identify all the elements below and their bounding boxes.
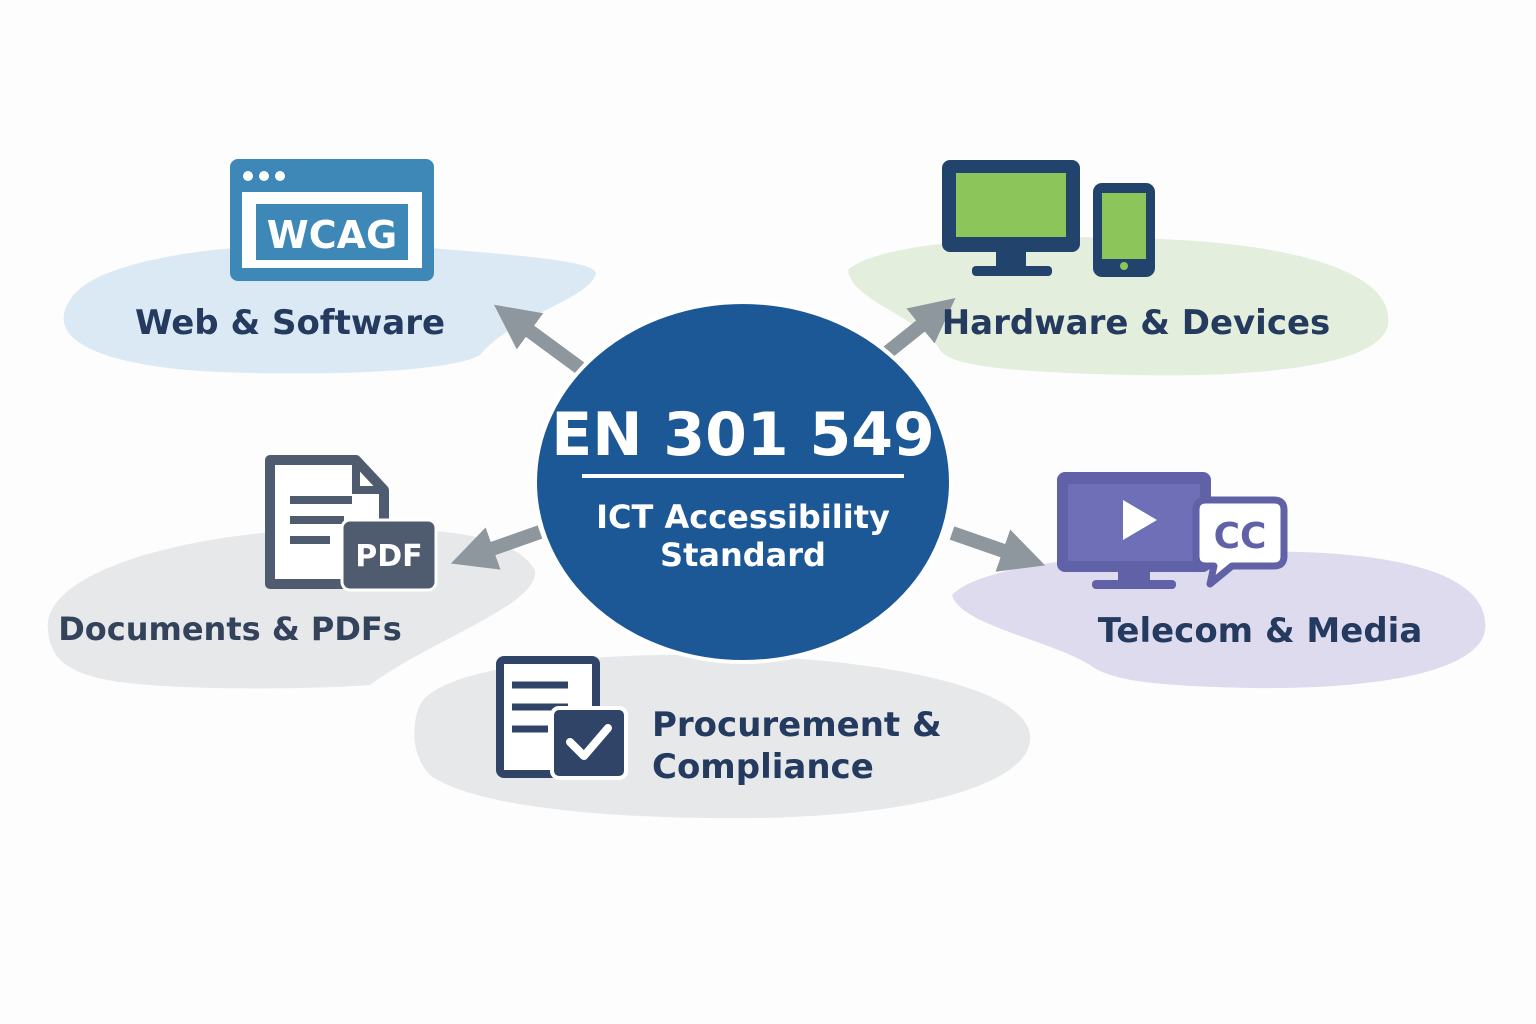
pdf-icon-text: PDF [355,539,422,574]
pdf-document-icon: PDF [265,455,438,592]
cc-icon-text: CC [1214,516,1267,557]
video-captions-icon: CC [1057,472,1288,589]
center-subtitle-line1: ICT Accessibility [596,498,890,536]
center-ellipse [533,300,953,664]
telecom-media-blob [952,551,1486,689]
center-standard-node: EN 301 549 ICT Accessibility Standard [533,300,953,664]
wcag-icon-text: WCAG [267,213,397,257]
telecom-media-label: Telecom & Media [1098,611,1423,651]
arrow-to-web-software [493,304,585,374]
center-title: EN 301 549 [551,400,934,470]
arrow-to-hardware-devices [883,298,956,358]
procurement-label-line1: Procurement & [652,705,942,745]
center-subtitle-line2: Standard [660,536,826,574]
documents-pdfs-label: Documents & PDFs [58,610,402,648]
browser-window-icon: WCAG [230,159,434,281]
web-software-label: Web & Software [135,303,445,343]
monitor-and-phone-icon [942,160,1155,277]
procurement-label-line2: Compliance [652,747,874,787]
arrow-to-documents-pdfs [450,525,543,570]
arrow-to-telecom-media [949,526,1046,572]
checklist-document-icon [496,656,628,780]
hardware-devices-label: Hardware & Devices [942,303,1331,343]
web-software-blob [63,244,596,374]
